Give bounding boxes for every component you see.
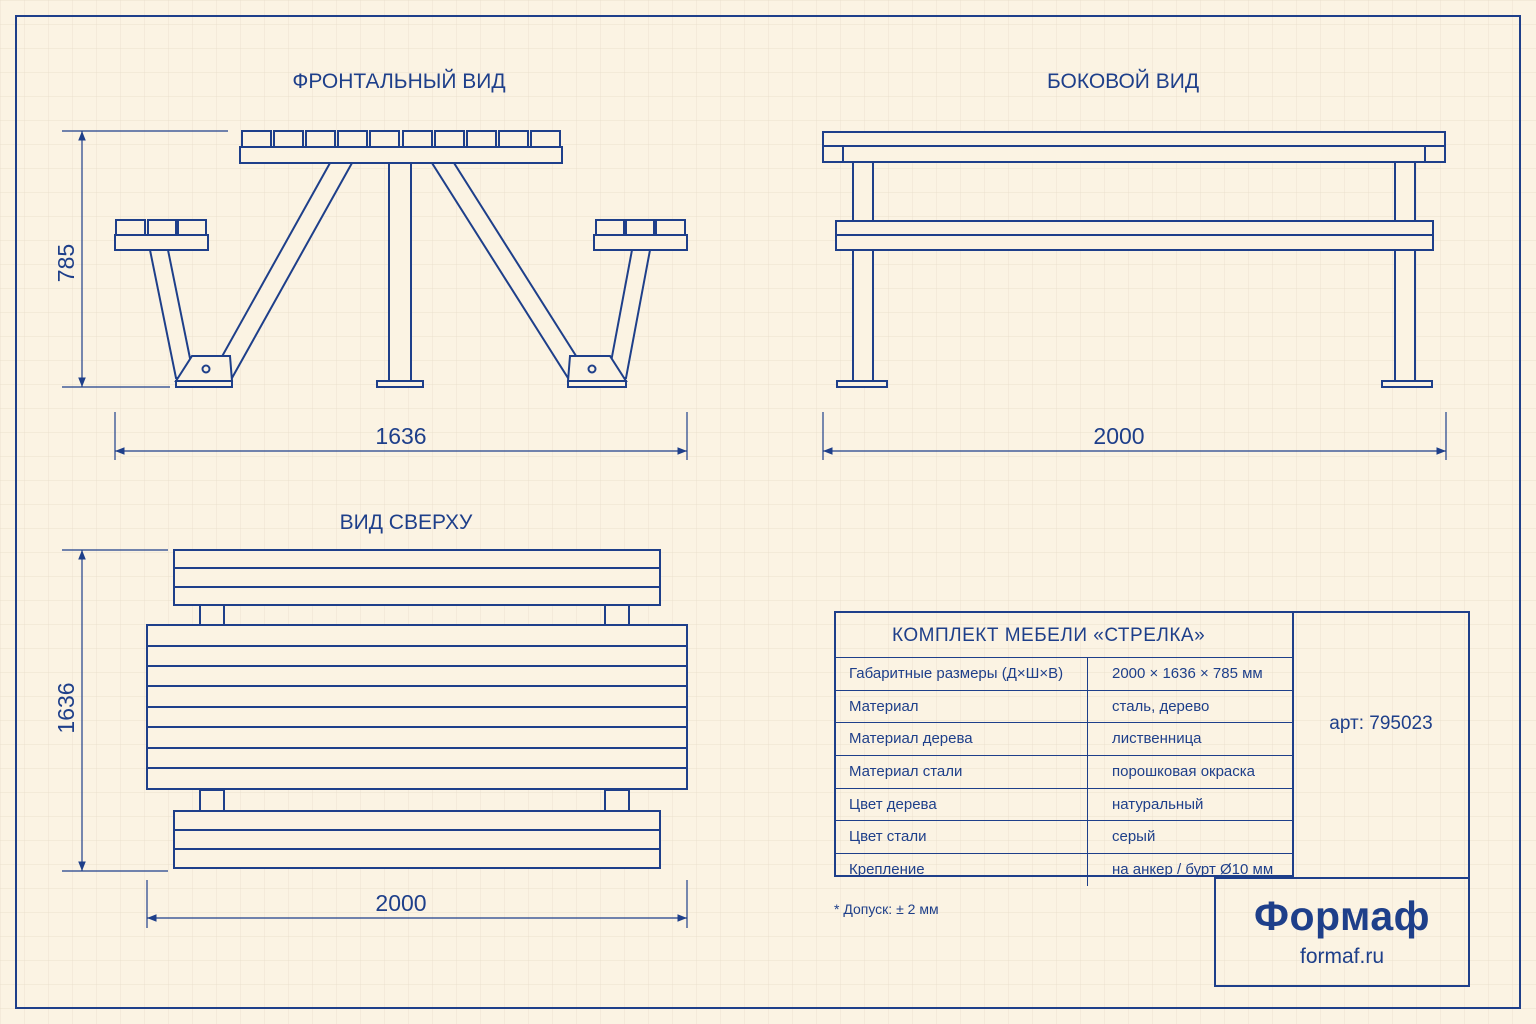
top-upper-bench-board (173, 549, 661, 569)
top-depth-label: 1636 (53, 682, 79, 733)
top-view: ВИД СВЕРХУ (146, 511, 688, 869)
side-right-leg (1394, 161, 1416, 382)
side-table-top (822, 131, 1446, 147)
spec-row: Материал дерева лиственница (836, 723, 1292, 757)
spec-row: Цвет стали серый (836, 821, 1292, 855)
spec-panel: КОМПЛЕКТ МЕБЕЛИ «СТРЕЛКА» Габаритные раз… (834, 611, 1470, 987)
side-view-title: БОКОВОЙ ВИД (1047, 69, 1199, 93)
spec-value: серый (1112, 828, 1156, 846)
front-center-leg (388, 162, 412, 382)
spec-value: на анкер / бурт Ø10 мм (1112, 861, 1274, 879)
side-bench (835, 220, 1434, 236)
spec-key: Цвет стали (836, 821, 1088, 854)
spec-key: Материал стали (836, 756, 1088, 788)
spec-key: Материал (836, 690, 1088, 723)
spec-key: Габаритные размеры (Д×Ш×В) (836, 658, 1088, 690)
front-right-bench (593, 234, 688, 251)
front-table-top (239, 146, 563, 164)
brand-logo: Формаф (1253, 893, 1430, 939)
top-dimensions (62, 549, 688, 928)
spec-row: Материал сталь, дерево (836, 690, 1292, 724)
top-length-label: 2000 (375, 890, 426, 916)
top-table-board (146, 624, 688, 647)
side-dimensions (822, 412, 1447, 460)
spec-row: Крепление на анкер / бурт Ø10 мм (836, 854, 1292, 886)
sheet-border (15, 15, 1521, 1009)
spec-row: Материал стали порошковая окраска (836, 756, 1292, 789)
side-length-label: 2000 (1093, 423, 1144, 449)
brand-box: Формаф formaf.ru (1214, 877, 1470, 987)
front-right-bench-leg (606, 249, 652, 379)
article-number: арт: 795023 (1329, 713, 1433, 734)
spec-value: лиственница (1112, 730, 1202, 748)
front-left-bench (114, 234, 209, 251)
side-view: БОКОВОЙ ВИД (822, 69, 1446, 388)
spec-key: Цвет дерева (836, 788, 1088, 821)
spec-value: 2000 × 1636 × 785 мм (1112, 665, 1263, 682)
front-view-title: ФРОНТАЛЬНЫЙ ВИД (292, 69, 505, 93)
spec-value: сталь, дерево (1112, 697, 1210, 715)
front-dimensions (62, 130, 688, 460)
spec-row: Цвет дерева натуральный (836, 788, 1292, 822)
spec-key: Материал дерева (836, 723, 1088, 756)
tolerance-note: * Допуск: ± 2 мм (834, 901, 939, 917)
top-lower-bench-board (173, 810, 661, 831)
side-left-leg (852, 161, 874, 382)
front-height-label: 785 (53, 244, 79, 282)
front-width-label: 1636 (375, 423, 426, 449)
spec-title: КОМПЛЕКТ МЕБЕЛИ «СТРЕЛКА» (836, 613, 1292, 658)
brand-url[interactable]: formaf.ru (1299, 945, 1385, 968)
top-view-title: ВИД СВЕРХУ (340, 511, 473, 534)
spec-table: КОМПЛЕКТ МЕБЕЛИ «СТРЕЛКА» Габаритные раз… (834, 611, 1294, 886)
spec-value: натуральный (1112, 795, 1204, 813)
spec-row: Габаритные размеры (Д×Ш×В) 2000 × 1636 ×… (836, 658, 1292, 691)
spec-key: Крепление (836, 854, 1088, 886)
front-view: ФРОНТАЛЬНЫЙ ВИД (114, 69, 688, 388)
spec-value: порошковая окраска (1112, 763, 1256, 781)
